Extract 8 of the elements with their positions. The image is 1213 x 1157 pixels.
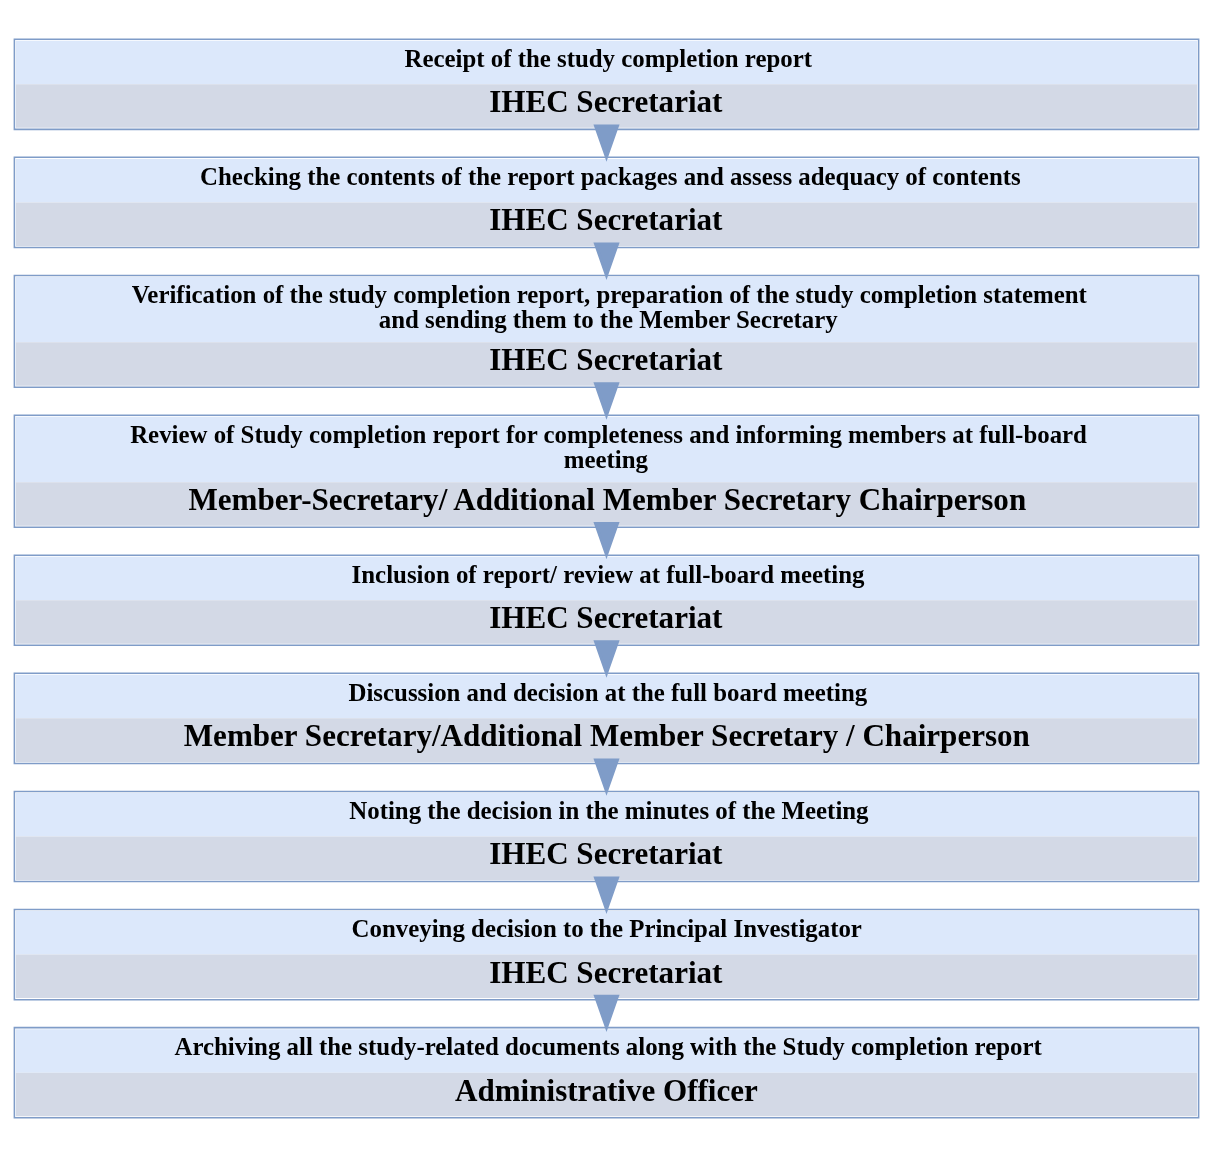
arrow	[593, 124, 620, 162]
arrow	[593, 994, 620, 1033]
arrow	[593, 242, 620, 280]
arrow	[593, 382, 620, 420]
arrow	[593, 521, 620, 560]
arrow	[593, 876, 620, 914]
arrow	[593, 640, 620, 678]
arrow	[593, 758, 620, 796]
